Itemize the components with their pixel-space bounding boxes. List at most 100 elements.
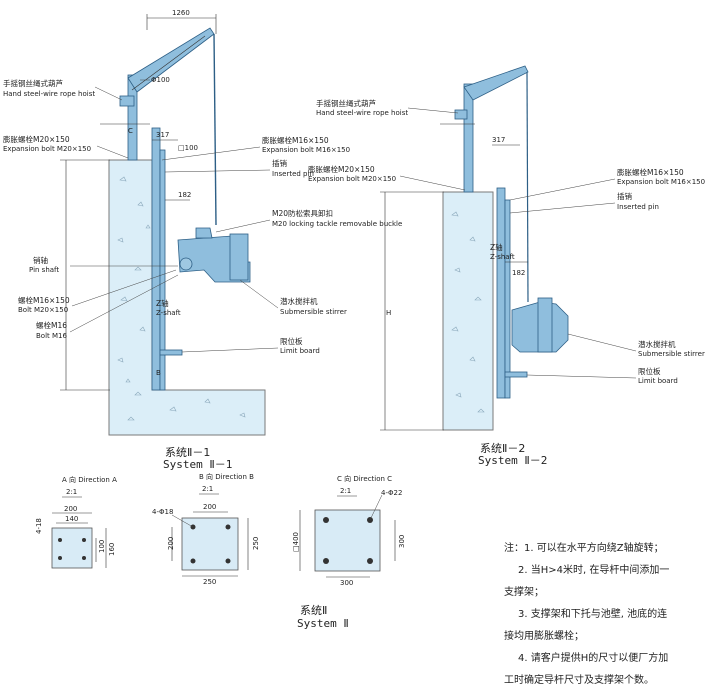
s1-exp-m20-cn: 膨胀螺栓M20×150 bbox=[3, 134, 70, 144]
s2-exp-m20-en: Expansion bolt M20×150 bbox=[308, 175, 396, 183]
s1-bolt-m16-en: Bolt M16 bbox=[36, 332, 67, 340]
view-b-250v: 250 bbox=[252, 537, 260, 550]
s2-exp-m16-en: Expansion bolt M16×150 bbox=[617, 178, 705, 186]
note-line-7: 工时确定导杆尺寸及支撑架个数。 bbox=[504, 675, 654, 686]
s2-zshaft-en: Z-shaft bbox=[490, 253, 515, 261]
s1-hoist-cn: 手摇钢丝绳式葫芦 bbox=[3, 78, 63, 88]
view-b-200: 200 bbox=[203, 503, 216, 511]
system-caption-en: System Ⅱ bbox=[297, 617, 349, 630]
s1-zshaft-cn: Z轴 bbox=[156, 298, 169, 308]
s1-zshaft-en: Z-shaft bbox=[156, 309, 181, 317]
system2-jib-arm bbox=[463, 65, 529, 101]
s2-dim-182: 182 bbox=[512, 269, 525, 277]
s1-caption-en: System Ⅱ－1 bbox=[163, 458, 232, 471]
view-a-140: 140 bbox=[65, 515, 78, 523]
view-c-400: □400 bbox=[292, 532, 300, 552]
system1-stirrer bbox=[177, 227, 251, 283]
dim-1260: 1260 bbox=[172, 9, 190, 17]
s1-limit-en: Limit board bbox=[280, 347, 320, 355]
s1-bolt-m16x150-en: Bolt M20×150 bbox=[18, 306, 68, 314]
view-a-100: 100 bbox=[98, 540, 106, 553]
mark-c: C bbox=[128, 127, 133, 135]
s2-exp-m20-cn: 膨胀螺栓M20×150 bbox=[308, 164, 375, 174]
view-c-title: C 向 Direction C bbox=[337, 474, 392, 483]
view-b: B 向 Direction B 2:1 200 4-Φ18 200 250 25… bbox=[152, 472, 260, 586]
view-a-200: 200 bbox=[64, 505, 77, 513]
view-b-scale: 2:1 bbox=[202, 485, 213, 493]
s1-pin-cn: 插销 bbox=[272, 158, 287, 168]
view-a-4x18: 4-18 bbox=[35, 518, 43, 534]
system2-crane-column bbox=[463, 83, 474, 193]
system1-drawing: 1260 Φ100 317 □100 182 C B 手摇钢丝绳式葫芦 Hand… bbox=[3, 9, 402, 471]
s2-caption-en: System Ⅱ－2 bbox=[478, 454, 547, 467]
view-a-plate bbox=[51, 527, 93, 569]
notes: 注：1. 可以在水平方向绕Z轴旋转； 2. 当H>4米时, 在导杆中间添加一 支… bbox=[504, 538, 726, 692]
s2-stirrer-en: Submersible stirrer bbox=[638, 350, 705, 358]
s1-limit-cn: 限位板 bbox=[280, 336, 303, 346]
system1-hoist bbox=[119, 95, 135, 107]
s1-exp-m16-en: Expansion bolt M16×150 bbox=[262, 146, 350, 154]
note-line-2: 2. 当H>4米时, 在导杆中间添加一 bbox=[518, 565, 670, 576]
s1-stirrer-cn: 潜水搅拌机 bbox=[280, 296, 318, 306]
view-c-300v: 300 bbox=[398, 535, 406, 548]
dim-317: 317 bbox=[156, 131, 169, 139]
s1-bolt-m16-cn: 螺栓M16 bbox=[36, 320, 67, 330]
dim-phi100: Φ100 bbox=[151, 76, 170, 84]
s1-pinshaft-en: Pin shaft bbox=[29, 266, 59, 274]
view-b-200v: 200 bbox=[167, 537, 175, 550]
system2-concrete-wall bbox=[442, 191, 494, 431]
view-b-title: B 向 Direction B bbox=[199, 472, 254, 481]
s1-caption-cn: 系统Ⅱ－1 bbox=[165, 446, 210, 459]
s2-caption-cn: 系统Ⅱ－2 bbox=[480, 442, 525, 455]
view-c-scale: 2:1 bbox=[340, 487, 351, 495]
note-line-5: 接均用膨胀螺栓； bbox=[504, 631, 584, 642]
note-line-4: 3. 支撑架和下托与池壁, 池底的连 bbox=[518, 609, 668, 620]
view-a-160: 160 bbox=[108, 543, 116, 556]
mark-b: B bbox=[156, 369, 161, 377]
system-caption-cn: 系统Ⅱ bbox=[300, 604, 327, 617]
s2-pin-en: Inserted pin bbox=[617, 203, 659, 211]
s1-pin-en: Inserted pin bbox=[272, 170, 314, 178]
system1-guide-pipe bbox=[151, 127, 161, 391]
note-line-1: 注：1. 可以在水平方向绕Z轴旋转； bbox=[504, 543, 664, 554]
s1-buckle-cn: M20防松索具卸扣 bbox=[272, 208, 333, 218]
s2-dim-317: 317 bbox=[492, 136, 505, 144]
system2-drawing: 317 182 H 手摇钢丝绳式葫芦 Hand steel-wire rope … bbox=[308, 65, 705, 467]
system2-stirrer bbox=[511, 297, 569, 353]
s1-buckle-en: M20 locking tackle removable buckle bbox=[272, 220, 402, 228]
dim-sq100: □100 bbox=[178, 144, 198, 152]
s2-limit-en: Limit board bbox=[638, 377, 678, 385]
system1-jib-arm bbox=[127, 27, 215, 93]
view-a-title: A 向 Direction A bbox=[62, 475, 117, 484]
note-line-6: 4. 请客户提供H的尺寸以便厂方加 bbox=[518, 653, 669, 664]
s2-hoist-en: Hand steel-wire rope hoist bbox=[316, 109, 408, 117]
s1-bolt-m16x150-cn: 螺栓M16×150 bbox=[18, 295, 70, 305]
view-b-250: 250 bbox=[203, 578, 216, 586]
system2-concrete-texture bbox=[451, 211, 485, 413]
system2-guide-pipe bbox=[496, 187, 506, 399]
s1-stirrer-en: Submersible stirrer bbox=[280, 308, 347, 316]
view-c-300: 300 bbox=[340, 579, 353, 587]
s2-stirrer-cn: 潜水搅拌机 bbox=[638, 339, 676, 349]
view-c-hole: 4-Φ22 bbox=[381, 489, 402, 497]
note-line-3: 支撑架； bbox=[504, 587, 544, 598]
s1-pinshaft-cn: 销轴 bbox=[33, 255, 48, 265]
s2-pin-cn: 插销 bbox=[617, 191, 632, 201]
system1-concrete-wall bbox=[108, 159, 266, 436]
s1-hoist-en: Hand steel-wire rope hoist bbox=[3, 90, 95, 98]
s2-limit-cn: 限位板 bbox=[638, 366, 661, 376]
s1-exp-m16-cn: 膨胀螺栓M16×150 bbox=[262, 135, 329, 145]
view-a: A 向 Direction A 2:1 200 140 100 160 4-18 bbox=[35, 475, 117, 569]
system1-concrete-texture bbox=[117, 176, 246, 421]
system2-limit-board bbox=[504, 371, 528, 378]
system1-limit-board bbox=[159, 349, 183, 356]
s1-exp-m20-en: Expansion bolt M20×150 bbox=[3, 145, 91, 153]
s2-hoist-cn: 手摇钢丝绳式葫芦 bbox=[316, 98, 376, 108]
system2-rope bbox=[526, 71, 529, 303]
s2-zshaft-cn: Z轴 bbox=[490, 242, 503, 252]
system1-rope bbox=[213, 33, 217, 226]
dim-182: 182 bbox=[178, 191, 191, 199]
view-c: C 向 Direction C 2:1 4-Φ22 □400 300 300 bbox=[292, 474, 406, 587]
s2-exp-m16-cn: 膨胀螺栓M16×150 bbox=[617, 167, 684, 177]
